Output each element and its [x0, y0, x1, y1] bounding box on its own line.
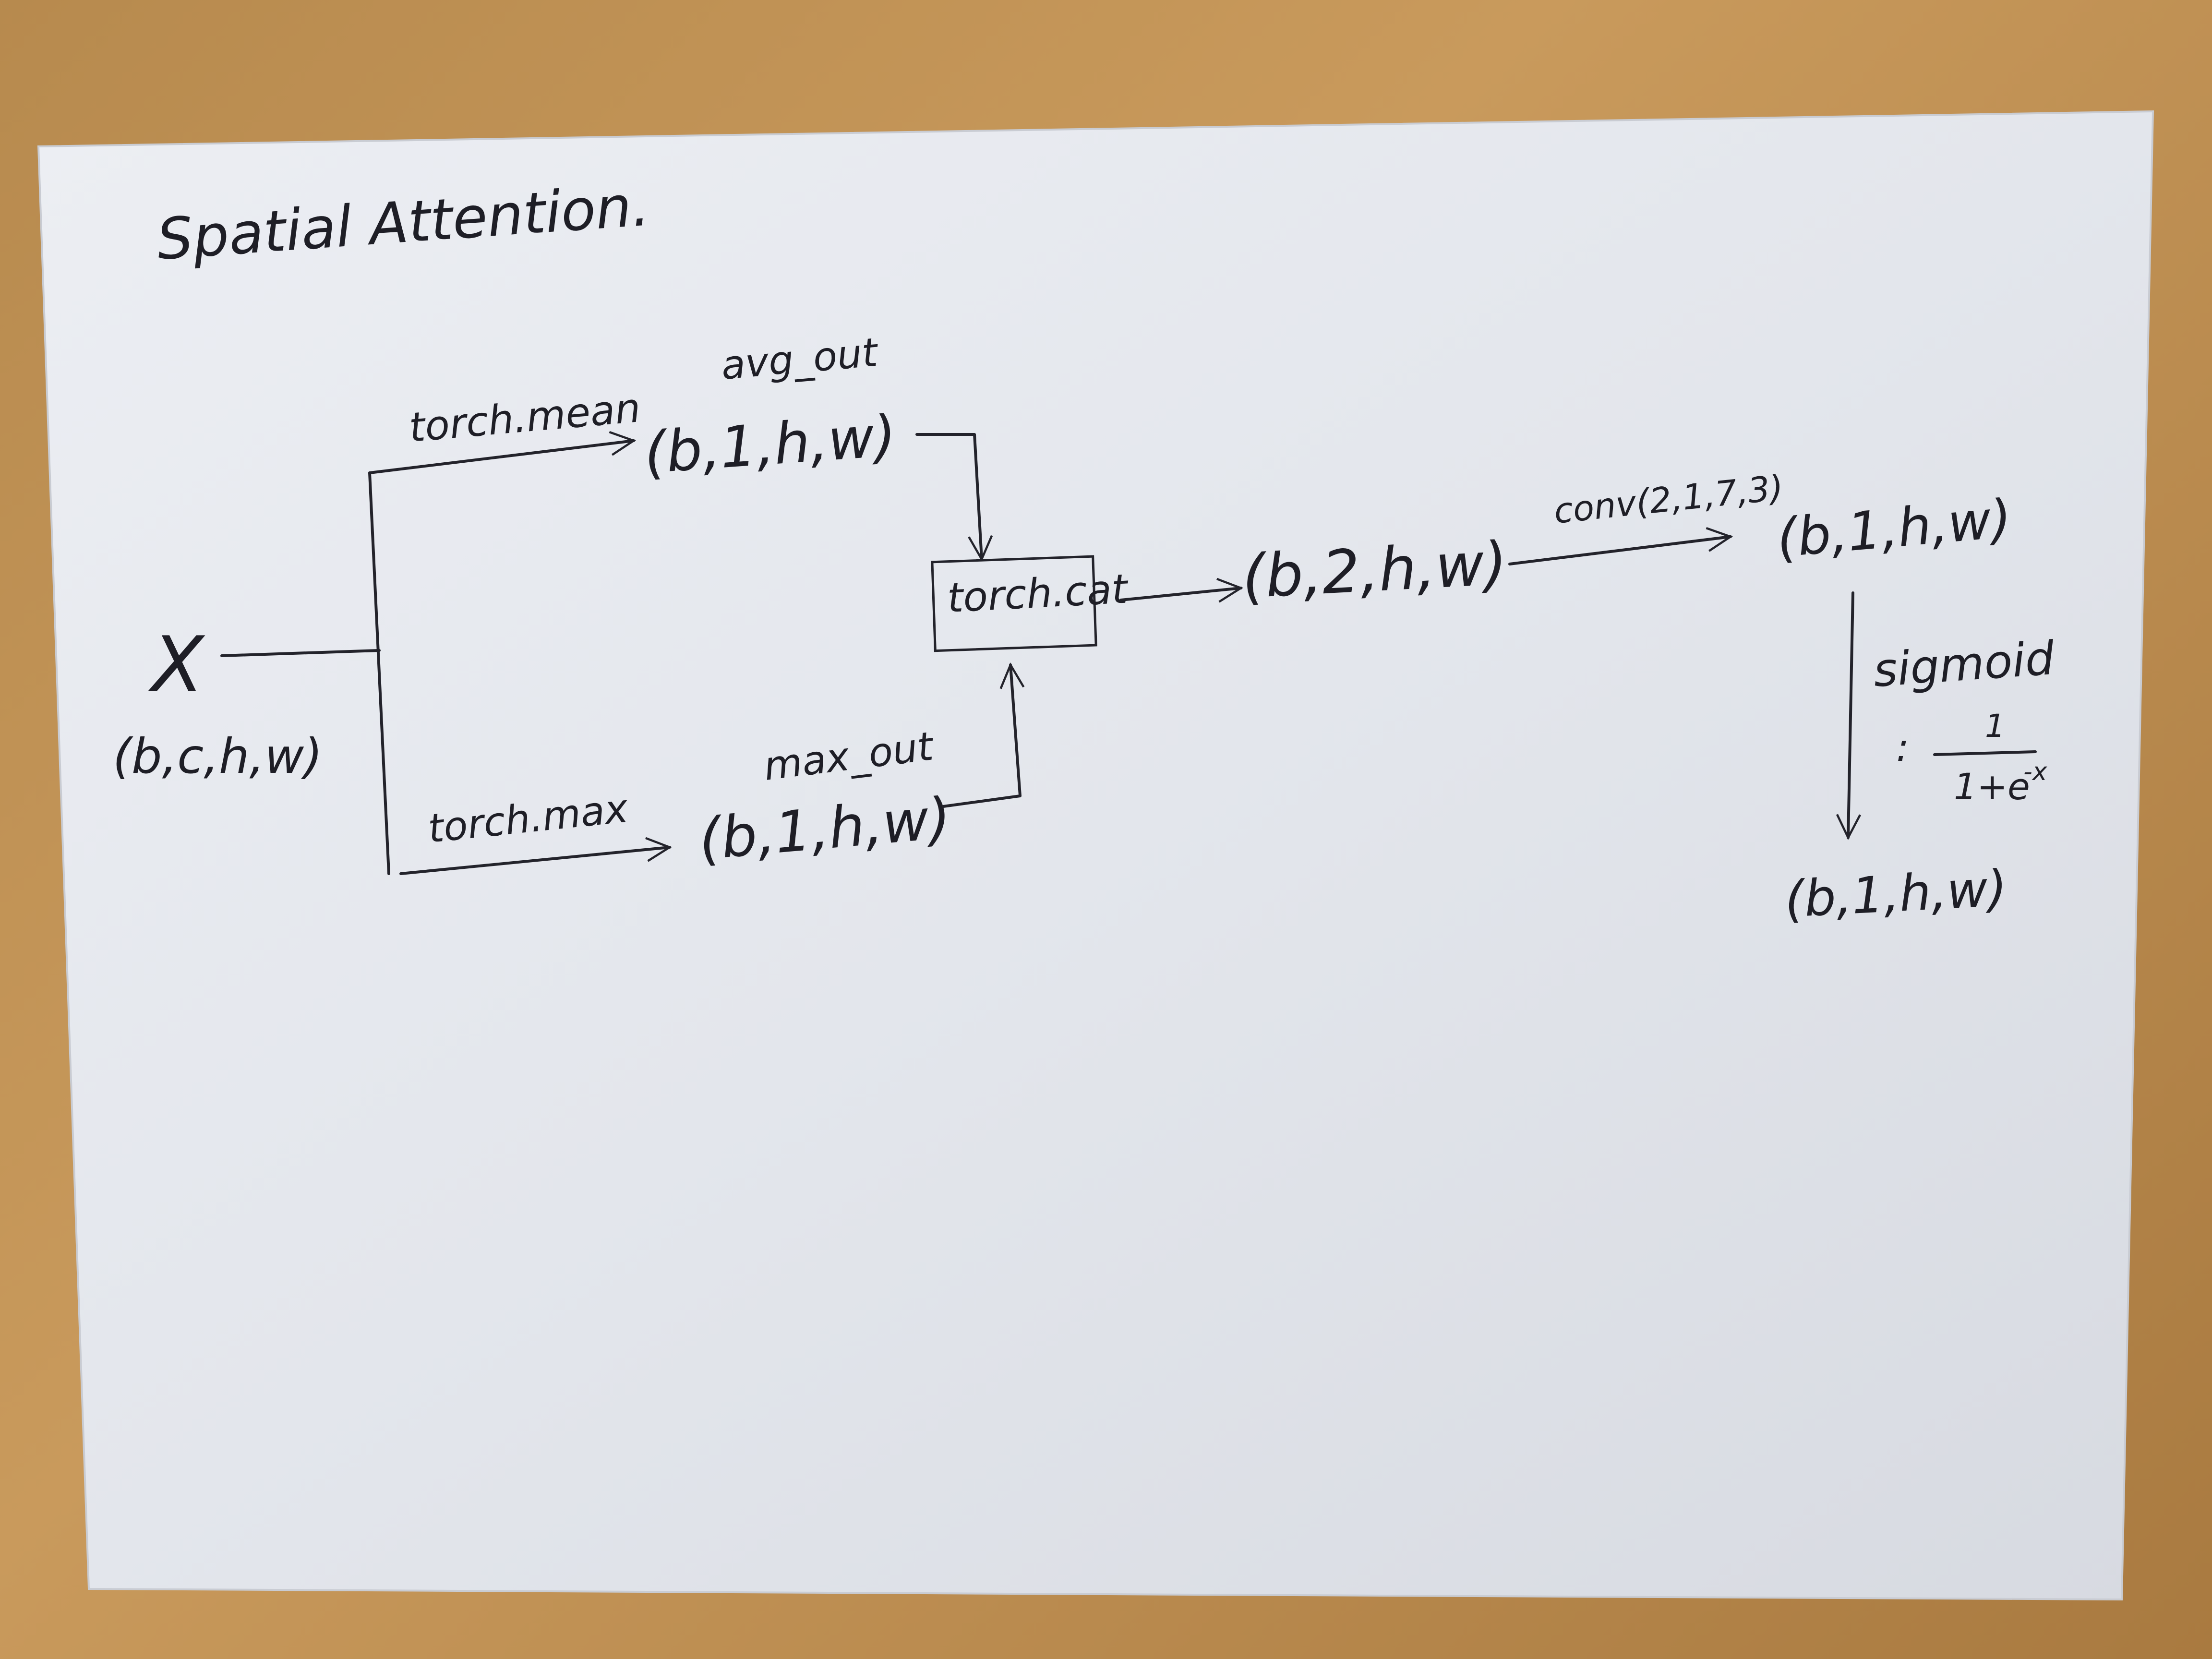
cat-arrow	[1119, 577, 1244, 603]
cat-box	[931, 555, 1097, 652]
max-arrow	[399, 837, 673, 875]
mean-arrow	[368, 431, 636, 474]
input-shape: (b,c,h,w)	[113, 728, 323, 784]
input-connector	[220, 649, 381, 657]
max-to-cat-arrow	[942, 662, 1025, 808]
concat-shape: (b,2,h,w)	[1240, 529, 1509, 612]
paper-sheet	[37, 110, 2154, 1601]
sigmoid-arrow	[1836, 591, 1861, 841]
input-symbol: X	[148, 620, 205, 709]
sigmoid-exponent: -x	[2023, 757, 2048, 786]
sigmoid-denominator: 1+e	[1954, 765, 2030, 808]
sigmoid-colon: :	[1896, 725, 1909, 770]
sigmoid-numerator: 1	[1985, 708, 2005, 745]
conv-arrow	[1508, 527, 1733, 565]
output-shape: (b,1,h,w)	[1783, 859, 2008, 929]
branch-splitter	[368, 471, 390, 875]
cat-op-label: torch.cat	[946, 565, 1130, 622]
avg-to-cat-arrow	[915, 433, 993, 562]
sigmoid-label: sigmoid	[1872, 631, 2056, 697]
sigmoid-fraction-bar	[1933, 750, 2037, 756]
